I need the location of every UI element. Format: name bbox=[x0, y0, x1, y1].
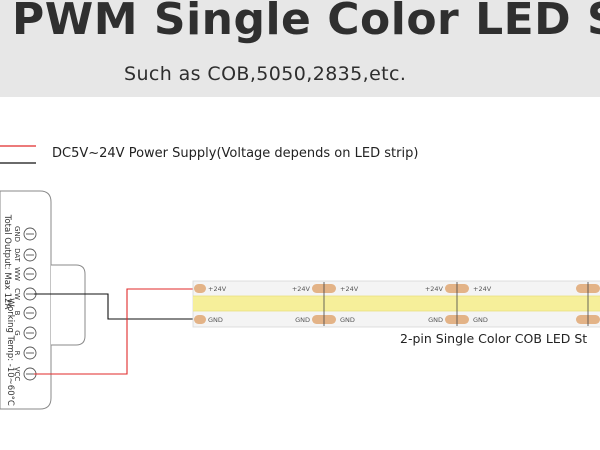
strip-caption: 2-pin Single Color COB LED St bbox=[400, 331, 588, 346]
solder-pad bbox=[194, 284, 206, 293]
pin-label-cw: CW bbox=[13, 288, 21, 300]
page-title: PWM Single Color LED Str bbox=[12, 0, 600, 45]
strip-label-v: +24V bbox=[208, 285, 227, 293]
strip-label-v: +24V bbox=[292, 285, 311, 293]
power-supply-label: DC5V~24V Power Supply(Voltage depends on… bbox=[52, 146, 419, 161]
controller-spec-text-2: Working Temp: -10~60°C bbox=[5, 298, 15, 406]
strip-label-gnd: GND bbox=[295, 316, 310, 324]
pin-label-r: R bbox=[13, 351, 21, 356]
strip-label-gnd: GND bbox=[340, 316, 355, 324]
strip-label-v: +24V bbox=[473, 285, 492, 293]
header-banner: PWM Single Color LED Str Such as COB,505… bbox=[0, 0, 600, 97]
controller: Total Output: Max 12A Working Temp: -10~… bbox=[0, 190, 86, 410]
strip-label-v: +24V bbox=[340, 285, 359, 293]
controller-mount-tab bbox=[51, 264, 86, 346]
led-strip: +24V +24V +24V +24V +24V GND GND GND GND… bbox=[192, 280, 600, 328]
wire-positive bbox=[34, 288, 197, 375]
pin-label-dat: DAT bbox=[13, 248, 21, 263]
pin-label-gnd: GND bbox=[13, 226, 21, 242]
strip-label-gnd: GND bbox=[208, 316, 223, 324]
strip-label-v: +24V bbox=[425, 285, 444, 293]
page-subtitle: Such as COB,5050,2835,etc. bbox=[124, 63, 407, 85]
wire-negative bbox=[34, 293, 197, 320]
strip-cob-phosphor bbox=[193, 296, 600, 311]
pin-label-g: G bbox=[13, 330, 21, 335]
controller-body bbox=[0, 190, 52, 410]
strip-label-gnd: GND bbox=[473, 316, 488, 324]
pin-label-b: B bbox=[13, 311, 21, 316]
pin-label-vcc: VCC bbox=[13, 367, 21, 382]
solder-pad bbox=[194, 315, 206, 324]
controller-spec-text-1: Total Output: Max 12A bbox=[2, 214, 12, 310]
pin-label-ww: WW bbox=[13, 267, 21, 281]
strip-label-gnd: GND bbox=[428, 316, 443, 324]
